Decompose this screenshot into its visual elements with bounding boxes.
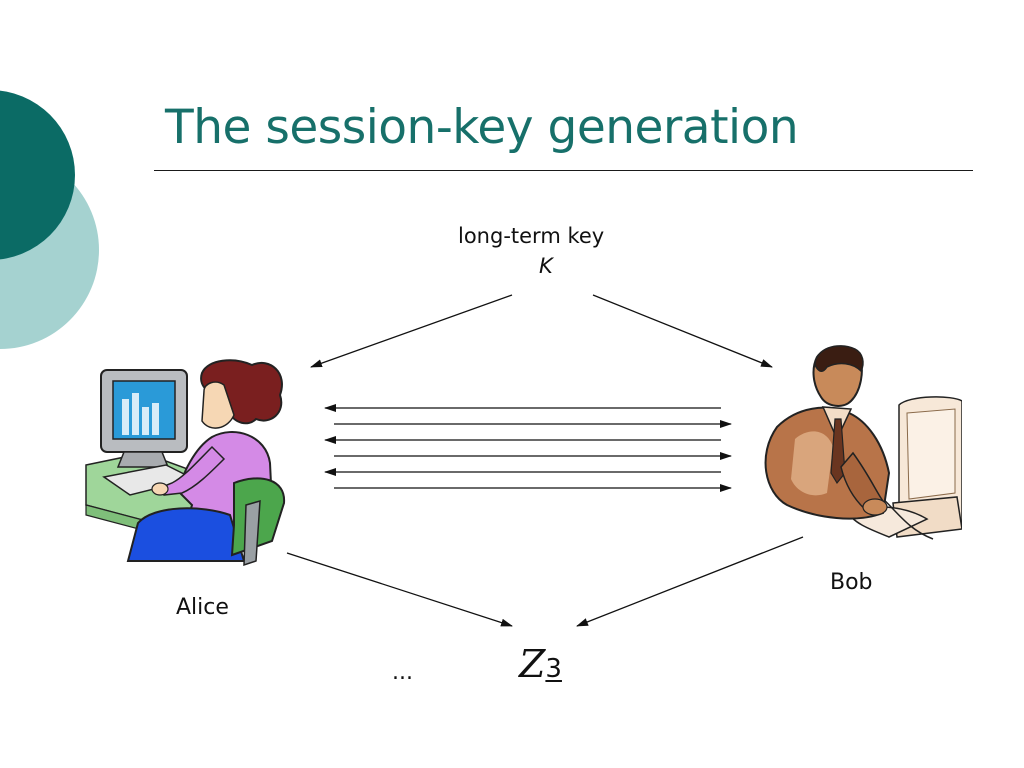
key-to-bob-arrow — [592, 294, 773, 368]
ellipsis-label: ... — [392, 660, 413, 685]
bob-to-result-arrow — [576, 536, 804, 627]
result-key-subscript: 3 — [545, 654, 562, 684]
alice-to-result-arrow — [286, 552, 513, 627]
dark-teal-circle — [0, 90, 75, 260]
alice-label: Alice — [176, 595, 229, 620]
man-at-computer-icon — [764, 345, 962, 540]
result-key-letter: Z — [519, 642, 546, 686]
long-term-key-label: long-term key — [458, 224, 605, 248]
key-to-alice-arrow — [310, 294, 513, 368]
theme-decoration — [0, 90, 99, 349]
result-key: Z3 — [519, 642, 562, 686]
slide-title: The session-key generation — [165, 100, 799, 155]
woman-at-computer-icon — [85, 359, 286, 567]
key-symbol: K — [539, 254, 553, 278]
bob-label: Bob — [830, 570, 873, 595]
title-underline — [154, 170, 973, 171]
